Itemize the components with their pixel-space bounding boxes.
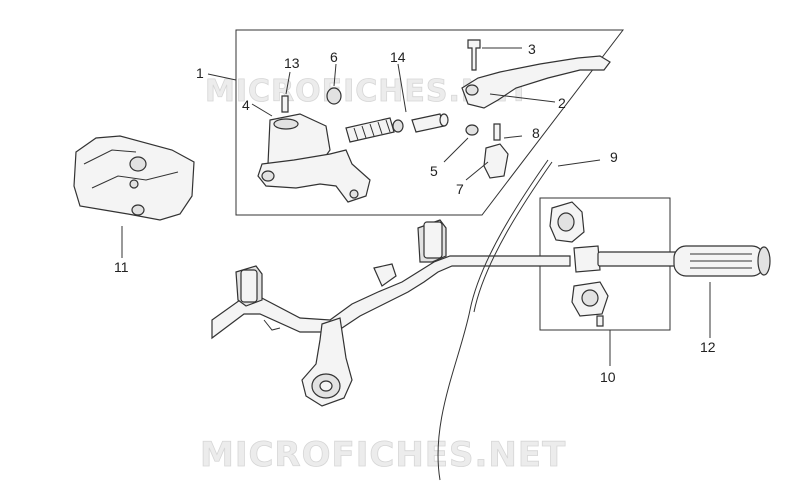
callout-11: 11: [114, 259, 129, 275]
handlebar: [211, 219, 571, 407]
clamp-bolt: [493, 123, 501, 141]
callout-13: 13: [284, 55, 300, 71]
reservoir-screw: [281, 95, 289, 113]
brake-lever: [461, 55, 611, 109]
clamp-half: [483, 143, 509, 179]
callout-8: 8: [532, 125, 540, 141]
callout-7: 7: [456, 181, 464, 197]
callout-3: 3: [528, 41, 536, 57]
pivot-nut: [465, 124, 479, 136]
callout-4: 4: [242, 97, 250, 113]
callout-14: 14: [390, 49, 406, 65]
callout-2: 2: [558, 95, 566, 111]
leader-lines: [121, 47, 711, 366]
throttle-tube: [573, 245, 601, 273]
master-cylinder-body: [257, 113, 371, 203]
watermark-bottom: MICROFICHES.NET: [200, 435, 566, 475]
master-cylinder-group-outline: [235, 29, 625, 216]
handlebar-grip: [673, 245, 771, 277]
callout-9: 9: [610, 149, 618, 165]
handlebar-cover: [73, 135, 195, 221]
callout-6: 6: [330, 49, 338, 65]
reservoir-cap: [326, 87, 342, 105]
throttle-cable: [437, 159, 549, 481]
callout-10: 10: [600, 369, 616, 385]
callout-12: 12: [700, 339, 716, 355]
callout-5: 5: [430, 163, 438, 179]
callout-1: 1: [196, 65, 204, 81]
piston-kit: [345, 113, 449, 143]
switch-housing: [549, 201, 609, 327]
lever-pivot-bolt: [467, 39, 481, 71]
